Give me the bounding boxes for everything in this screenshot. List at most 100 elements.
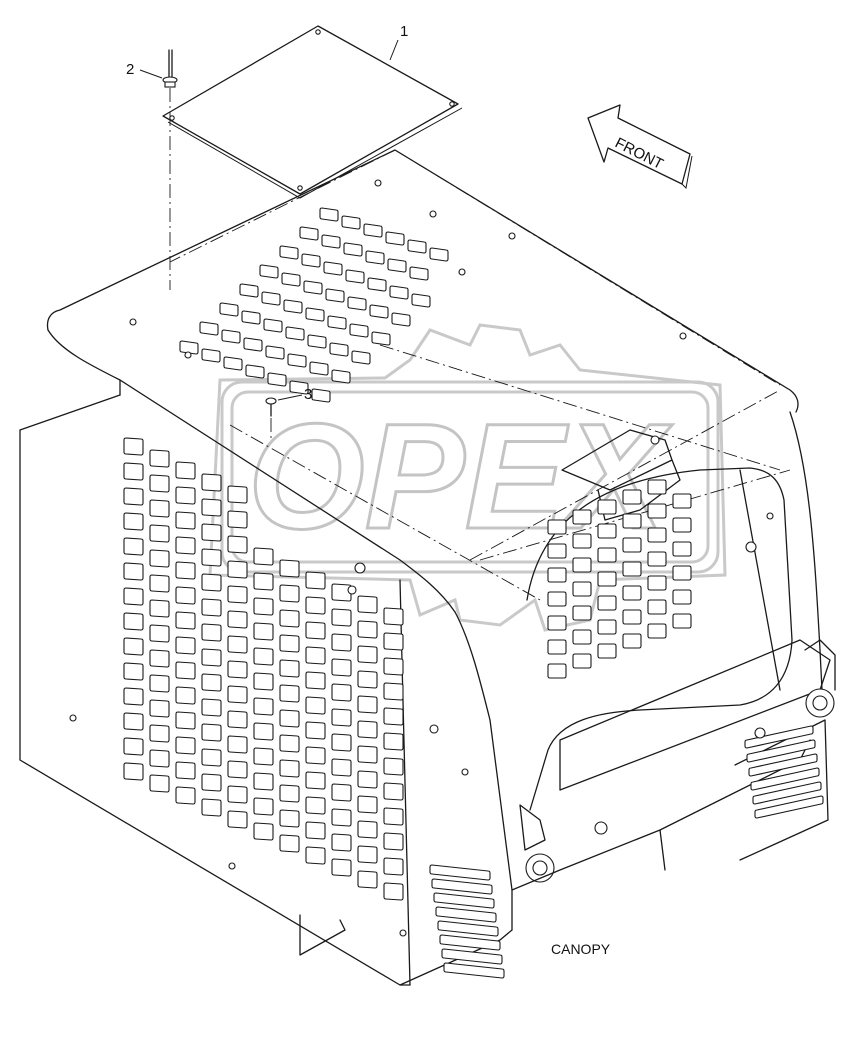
vent-slot xyxy=(647,527,667,543)
vent-slot xyxy=(325,288,345,303)
vent-slot xyxy=(253,772,274,791)
right-vent-grid xyxy=(547,479,692,679)
vent-slot xyxy=(123,512,144,531)
vent-slot xyxy=(597,523,617,539)
vent-slot xyxy=(672,613,692,629)
canopy-frame xyxy=(19,149,836,986)
vent-slot xyxy=(175,786,196,805)
vent-slot xyxy=(547,615,567,631)
vent-slot xyxy=(253,822,274,841)
vent-slot xyxy=(253,597,274,616)
vent-slot xyxy=(672,589,692,605)
vent-slot xyxy=(265,345,285,360)
vent-slot xyxy=(305,307,325,322)
vent-slot xyxy=(311,388,331,403)
vent-slot xyxy=(357,820,378,839)
vent-slot xyxy=(305,746,326,765)
vent-slot xyxy=(383,832,404,851)
vent-slot xyxy=(383,732,404,751)
vent-slot xyxy=(331,369,351,384)
vent-slot xyxy=(321,234,341,249)
vent-slot xyxy=(201,723,222,742)
vent-slot xyxy=(357,745,378,764)
vent-slot xyxy=(305,621,326,640)
vent-slot xyxy=(175,661,196,680)
vent-slot xyxy=(149,574,170,593)
vent-slot xyxy=(227,610,248,629)
vent-slot xyxy=(123,612,144,631)
vent-slot xyxy=(383,682,404,701)
vent-slot xyxy=(547,663,567,679)
vent-slot xyxy=(201,573,222,592)
vent-slot xyxy=(227,510,248,529)
vent-slot xyxy=(149,499,170,518)
vent-slot xyxy=(279,659,300,678)
vent-slot xyxy=(622,537,642,553)
vent-slot xyxy=(746,739,816,763)
vent-slot xyxy=(443,962,505,979)
vent-slot xyxy=(752,781,822,805)
vent-slot xyxy=(201,798,222,817)
vent-slot xyxy=(201,773,222,792)
vent-slot xyxy=(622,513,642,529)
vent-slot xyxy=(283,299,303,314)
vent-slot xyxy=(309,361,329,376)
vent-slot xyxy=(303,280,323,295)
vent-slot xyxy=(305,796,326,815)
vent-slot xyxy=(227,785,248,804)
vent-slot xyxy=(622,633,642,649)
vent-slot xyxy=(547,591,567,607)
vent-slot xyxy=(307,334,327,349)
vent-slot xyxy=(622,561,642,577)
vent-slot xyxy=(365,250,385,265)
vent-slot xyxy=(357,720,378,739)
vent-slot xyxy=(201,673,222,692)
callout-2: 2 xyxy=(126,61,163,79)
vent-slot xyxy=(439,934,501,951)
vent-slot xyxy=(622,609,642,625)
vent-slot xyxy=(383,882,404,901)
vent-slot xyxy=(175,461,196,480)
vent-slot xyxy=(597,499,617,515)
vent-slot xyxy=(201,473,222,492)
vent-slot xyxy=(305,771,326,790)
vent-slot xyxy=(431,878,493,895)
vent-slot xyxy=(201,748,222,767)
vent-slot xyxy=(175,611,196,630)
vent-slot xyxy=(357,770,378,789)
vent-slot xyxy=(227,685,248,704)
vent-slot xyxy=(253,797,274,816)
vent-slot xyxy=(597,595,617,611)
vent-slot xyxy=(201,498,222,517)
vent-slot xyxy=(279,684,300,703)
vent-slot xyxy=(279,784,300,803)
vent-slot xyxy=(323,261,343,276)
vent-slot xyxy=(331,733,352,752)
vent-slot xyxy=(357,870,378,889)
vent-slot xyxy=(345,269,365,284)
vent-slot xyxy=(123,712,144,731)
vent-slot xyxy=(149,749,170,768)
vent-slot xyxy=(239,283,259,298)
vent-slot xyxy=(201,548,222,567)
vent-slot xyxy=(572,509,592,525)
vent-slot xyxy=(149,624,170,643)
vent-slot xyxy=(383,857,404,876)
vent-slot xyxy=(622,489,642,505)
vent-slot xyxy=(279,759,300,778)
vent-slot xyxy=(123,487,144,506)
vent-slot xyxy=(622,585,642,601)
vent-slot xyxy=(572,653,592,669)
vent-slot xyxy=(175,736,196,755)
vent-slot xyxy=(547,567,567,583)
vent-slot xyxy=(227,760,248,779)
vent-slot xyxy=(429,247,449,262)
vent-slot xyxy=(201,598,222,617)
vent-slot xyxy=(175,511,196,530)
vent-slot xyxy=(672,517,692,533)
vent-slot xyxy=(227,485,248,504)
vent-slot xyxy=(201,698,222,717)
vent-slot xyxy=(357,620,378,639)
vent-slot xyxy=(175,636,196,655)
vent-slot xyxy=(301,253,321,268)
